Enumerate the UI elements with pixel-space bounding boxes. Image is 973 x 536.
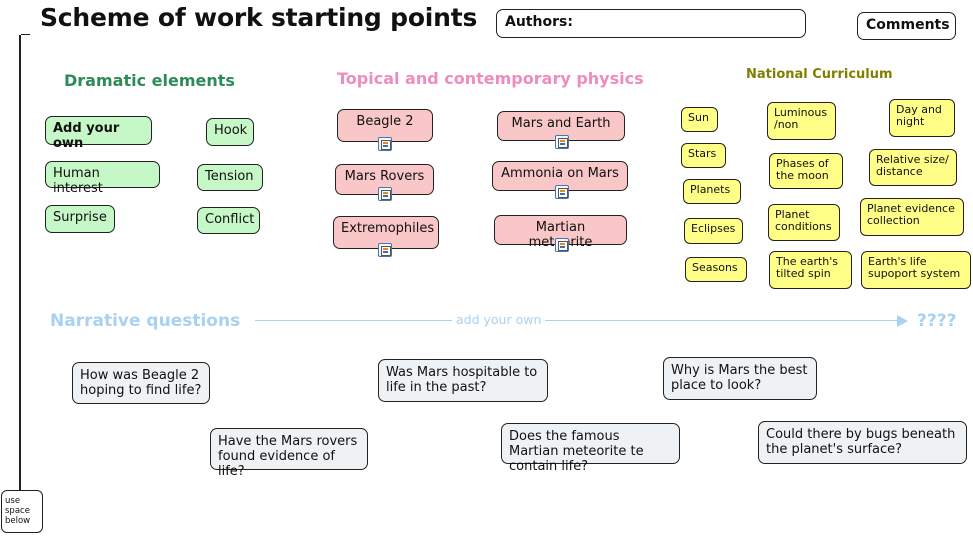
left-bracket-line — [19, 35, 21, 497]
dramatic-tension[interactable]: Tension — [197, 164, 263, 191]
question-mars-best-place[interactable]: Why is Mars the best place to look? — [663, 357, 817, 400]
note-icon[interactable] — [555, 238, 569, 252]
note-icon[interactable] — [378, 187, 392, 201]
bracket-tick — [21, 34, 30, 35]
question-beagle-2[interactable]: How was Beagle 2 hoping to find life? — [72, 362, 210, 404]
use-space-below-box[interactable]: use space below — [1, 490, 43, 533]
comments-button[interactable]: Comments — [857, 12, 956, 40]
nc-planets[interactable]: Planets — [683, 179, 741, 204]
question-marks-label: ???? — [917, 311, 957, 331]
nc-eclipses[interactable]: Eclipses — [684, 218, 743, 244]
note-icon[interactable] — [378, 137, 392, 151]
topical-ammonia-on-mars[interactable]: Ammonia on Mars — [492, 161, 628, 191]
page-title: Scheme of work starting points — [40, 3, 478, 32]
dramatic-surprise[interactable]: Surprise — [45, 205, 115, 233]
nc-phases-of-the-moon[interactable]: Phases of the moon — [769, 153, 843, 189]
nc-earths-tilted-spin[interactable]: The earth's tilted spin — [769, 251, 852, 289]
topical-physics-heading: Topical and contemporary physics — [337, 69, 644, 88]
add-your-own-label[interactable]: add your own — [452, 312, 546, 327]
dramatic-conflict[interactable]: Conflict — [197, 207, 260, 234]
nc-sun[interactable]: Sun — [681, 107, 718, 132]
authors-field[interactable]: Authors: — [496, 9, 806, 38]
arrow-right-icon — [897, 315, 908, 327]
dramatic-add-your-own[interactable]: Add your own — [45, 116, 152, 151]
dramatic-human-interest[interactable]: Human interest — [45, 161, 160, 196]
note-icon[interactable] — [555, 135, 569, 149]
narrative-questions-heading: Narrative questions — [50, 311, 241, 331]
question-bugs-beneath-surface[interactable]: Could there by bugs beneath the planet's… — [758, 421, 967, 464]
topical-martian-meteorite[interactable]: Martian meteorite — [494, 215, 627, 250]
note-icon[interactable] — [378, 243, 392, 257]
question-mars-rovers[interactable]: Have the Mars rovers found evidence of l… — [210, 428, 368, 479]
dramatic-elements-heading: Dramatic elements — [64, 71, 235, 90]
nc-planet-evidence-collection[interactable]: Planet evidence collection — [860, 198, 964, 236]
question-martian-meteorite[interactable]: Does the famous Martian meteorite te con… — [501, 423, 680, 474]
nc-luminous[interactable]: Luminous /non — [767, 102, 836, 140]
note-icon[interactable] — [555, 185, 569, 199]
nc-seasons[interactable]: Seasons — [685, 257, 747, 282]
nc-relative-size-distance[interactable]: Relative size/ distance — [869, 149, 957, 186]
question-mars-hospitable[interactable]: Was Mars hospitable to life in the past? — [378, 359, 548, 402]
dramatic-hook[interactable]: Hook — [206, 118, 254, 146]
topical-beagle-2[interactable]: Beagle 2 — [337, 109, 433, 142]
nc-planet-conditions[interactable]: Planet conditions — [768, 204, 840, 241]
nc-earths-life-support-system[interactable]: Earth's life supoport system — [861, 251, 971, 289]
nc-stars[interactable]: Stars — [681, 143, 726, 168]
narrative-arrow-line — [255, 320, 905, 321]
nc-day-and-night[interactable]: Day and night — [889, 99, 955, 137]
national-curriculum-heading: National Curriculum — [746, 67, 893, 82]
